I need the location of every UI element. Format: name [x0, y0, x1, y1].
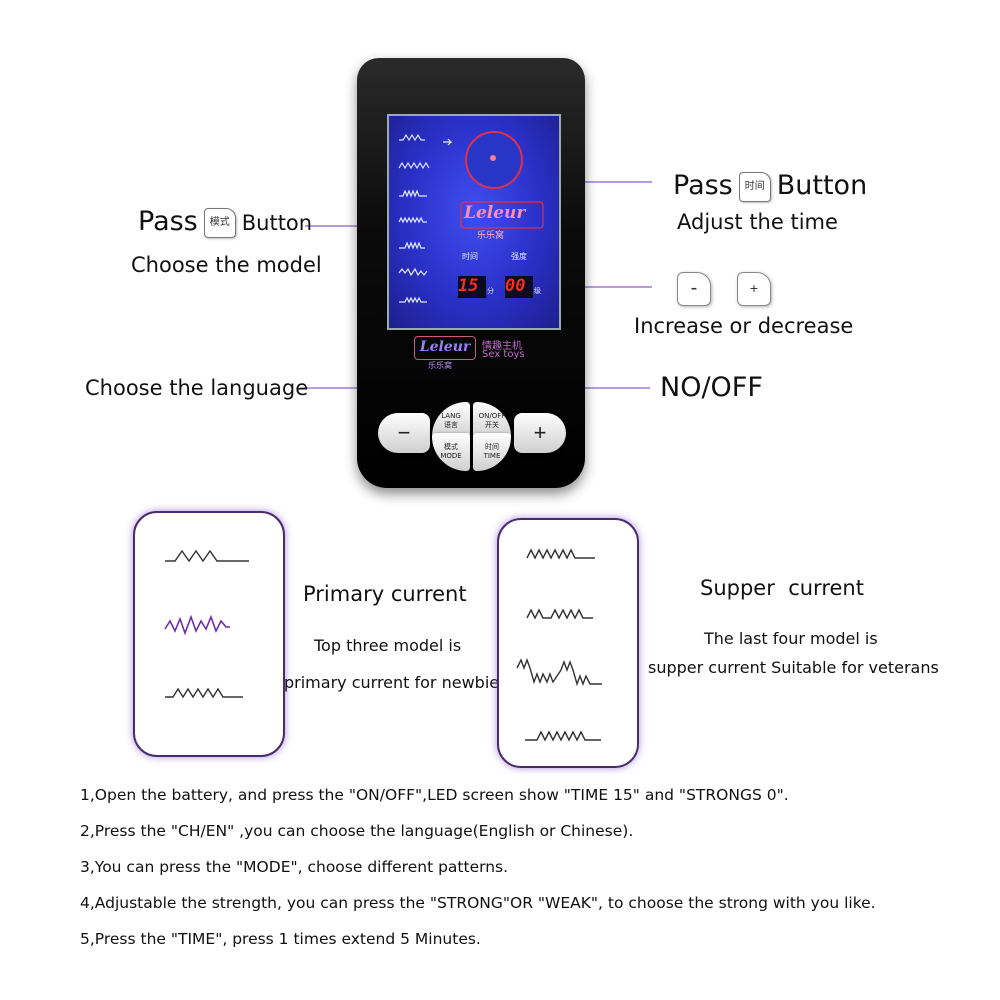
brand-frame [460, 201, 544, 229]
screen-brand-cn: 乐乐窝 [477, 231, 505, 241]
logo-text: Leleur [419, 339, 471, 355]
supper-waveforms [516, 548, 602, 742]
button-label: Button [241, 211, 313, 235]
increase-decrease-text: Increase or decrease [634, 314, 854, 338]
button-label: Button [776, 170, 868, 201]
screen-graphics [398, 131, 544, 304]
adjust-time-text: Adjust the time [677, 210, 838, 234]
primary-line1: Top three model is [314, 636, 462, 655]
mode-key-icon: 模式 [203, 207, 236, 238]
onoff-text: NO/OFF [660, 372, 763, 403]
pass-label: Pass [138, 206, 198, 237]
time-key-icon: 时间 [738, 171, 771, 202]
ring-dot-icon [490, 155, 496, 161]
primary-waveforms [164, 549, 249, 699]
primary-title: Primary current [303, 582, 467, 606]
supper-title: Supper current [700, 576, 864, 600]
screen-brand: Leleur [464, 203, 526, 223]
logo-cn: 乐乐窝 [428, 361, 452, 370]
supper-line1: The last four model is [704, 629, 878, 648]
logo-title-en: Sex toys [482, 349, 525, 360]
choose-model-text: Choose the model [131, 253, 322, 277]
primary-line2: primary current for newbie [284, 673, 500, 692]
minus-button[interactable]: − [378, 413, 430, 453]
minus-key-icon: - [677, 272, 711, 306]
plus-key-icon: + [737, 272, 771, 306]
time-unit: 分 [487, 287, 494, 295]
mode-waveforms [398, 133, 430, 304]
instruction-3: 3,You can press the "MODE", choose diffe… [80, 858, 509, 876]
strength-value: 00 [505, 276, 526, 296]
device-logo: Leleur [414, 336, 476, 360]
screen-strength-label: 强度 [511, 252, 527, 261]
instruction-1: 1,Open the battery, and press the "ON/OF… [80, 786, 789, 804]
arrow-icon [443, 138, 453, 146]
choose-language-text: Choose the language [85, 376, 309, 400]
time-value: 15 [458, 276, 479, 296]
primary-waveform-box [133, 511, 285, 757]
supper-waveform-box [497, 518, 639, 768]
instruction-4: 4,Adjustable the strength, you can press… [80, 894, 876, 912]
strength-unit: 级 [534, 287, 541, 295]
instruction-2: 2,Press the "CH/EN" ,you can choose the … [80, 822, 634, 840]
logo-title-cn: 情趣主机 [482, 341, 522, 352]
screen-time-label: 时间 [462, 252, 478, 261]
time-display: 15 [458, 276, 486, 298]
strength-display: 00 [505, 276, 533, 298]
instruction-5: 5,Press the "TIME", press 1 times extend… [80, 930, 481, 948]
supper-line2: supper current Suitable for veterans [648, 658, 939, 677]
plus-button[interactable]: + [514, 413, 566, 453]
pass-label: Pass [673, 170, 733, 201]
